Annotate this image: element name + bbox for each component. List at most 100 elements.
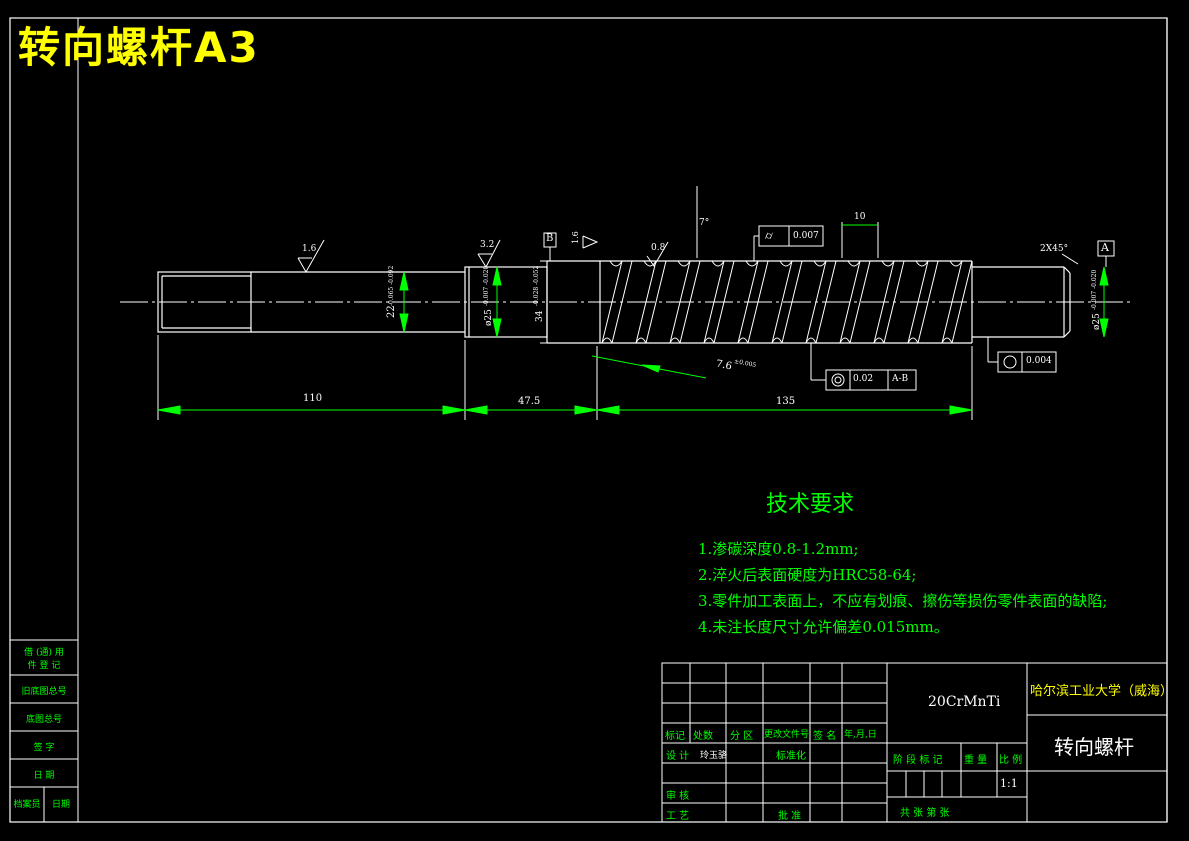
requirement-item-3: 3.零件加工表面上，不应有划痕、擦伤等损伤零件表面的缺陷; xyxy=(698,592,1108,610)
tb-label-standard: 标准化 xyxy=(776,751,806,762)
roughness-3-2: 3.2 xyxy=(480,240,495,250)
title-block xyxy=(661,662,1168,823)
tb-label-process: 工 艺 xyxy=(666,811,690,822)
runout-datum-ref: A-B xyxy=(892,374,909,384)
thread-flank xyxy=(941,260,963,344)
dim-10-label: 10 xyxy=(854,212,866,222)
requirement-item-1: 1.渗碳深度0.8-1.2mm; xyxy=(698,540,859,558)
tb-label-zone: 分 区 xyxy=(730,731,754,742)
thread-flank xyxy=(645,260,667,344)
thread-crest xyxy=(745,260,759,267)
thread-root xyxy=(737,337,749,344)
material-label: 20CrMnTi xyxy=(928,694,1001,710)
tb-label-stage: 阶 段 标 记 xyxy=(893,755,943,766)
dim-25b-tolerance: -0.007 -0.020 xyxy=(1091,269,1098,310)
tb-label-sheets: 共 张 第 张 xyxy=(900,808,950,819)
thread-flank xyxy=(839,260,861,344)
side-label-drawing-no: 底图总号 xyxy=(25,715,62,725)
thread-flank xyxy=(917,260,939,344)
designer-name: 玲玉骆 xyxy=(700,751,728,761)
thread-flank xyxy=(635,260,657,344)
roughness-1-6-a: 1.6 xyxy=(302,244,317,254)
tb-label-approve: 批 准 xyxy=(778,811,802,822)
dim-25b-label: ø25 xyxy=(1092,313,1102,330)
datum-a-label: A xyxy=(1101,241,1109,254)
thread-flank xyxy=(951,260,973,344)
dim-25a-label: ø25 xyxy=(484,309,494,326)
thread-flank xyxy=(849,260,871,344)
requirement-item-2: 2.淬火后表面硬度为HRC58-64; xyxy=(698,566,917,584)
thread-crest xyxy=(949,260,963,267)
thread-root xyxy=(907,337,919,344)
drawing-title: 转向螺杆A3 xyxy=(18,23,260,72)
thread-crest xyxy=(677,260,691,267)
dim-47-5-label: 47.5 xyxy=(518,396,541,407)
tb-label-review: 审 核 xyxy=(666,791,690,802)
thread-root xyxy=(873,337,885,344)
dim-34-tolerance: -0.028 -0.052 xyxy=(533,265,540,306)
side-label-date: 日 期 xyxy=(33,771,55,781)
thread-flank xyxy=(771,260,793,344)
thread-root xyxy=(771,337,783,344)
dim-34-label: 34 xyxy=(535,310,545,322)
thread-root xyxy=(669,337,681,344)
tb-label-weight: 重 量 xyxy=(964,755,988,766)
side-label-sign: 签 字 xyxy=(33,743,55,753)
dim-25a-tolerance: -0.007 -0.020 xyxy=(483,265,490,306)
thread-flank xyxy=(669,260,691,344)
thread-flank xyxy=(747,260,769,344)
tolerance-frames xyxy=(543,225,1115,391)
tb-label-design: 设 计 xyxy=(666,751,690,762)
chamfer-label: 2X45° xyxy=(1040,244,1069,254)
thread-crest xyxy=(813,260,827,267)
school-name: 哈尔滨工业大学（威海） xyxy=(1030,684,1174,699)
tb-label-date: 年,月,日 xyxy=(844,730,877,740)
tb-label-count: 处数 xyxy=(693,731,713,742)
thread-flank xyxy=(781,260,803,344)
part-name: 转向螺杆 xyxy=(1054,735,1134,759)
thread-flank xyxy=(713,260,735,344)
datum-b-label: B xyxy=(546,233,554,244)
thread-crest xyxy=(609,260,623,267)
dim-22-tolerance: -0.065 -0.092 xyxy=(388,265,395,306)
thread-root xyxy=(601,337,613,344)
side-label-old-drawing: 旧底图总号 xyxy=(21,687,67,697)
thread-crest xyxy=(643,260,657,267)
requirements-heading: 技术要求 xyxy=(766,492,855,517)
thread-crest xyxy=(915,260,929,267)
angle-label: 7° xyxy=(699,218,710,228)
tb-label-change-doc: 更改文件号 xyxy=(764,730,810,740)
thread-root xyxy=(703,337,715,344)
side-label-register: 借 (通) 用 件 登 记 xyxy=(24,648,64,671)
thread-flank xyxy=(679,260,701,344)
thread-crest xyxy=(711,260,725,267)
extension-lines xyxy=(157,186,973,420)
roughness-1-6-b: 1.6 xyxy=(571,231,580,244)
tb-label-signature: 签 名 xyxy=(813,731,837,742)
dim-135-label: 135 xyxy=(776,396,796,407)
requirement-item-4: 4.未注长度尺寸允许偏差0.015mm。 xyxy=(698,618,949,636)
worm-thread xyxy=(601,260,973,344)
thread-flank xyxy=(601,260,623,344)
roundness-value: 0.004 xyxy=(1026,356,1052,366)
thread-flank xyxy=(815,260,837,344)
cylindricity-value: 0.007 xyxy=(793,231,819,241)
thread-flank xyxy=(907,260,929,344)
diameter-34-dimension xyxy=(540,260,554,344)
side-registration-table xyxy=(10,639,78,822)
scale-value: 1:1 xyxy=(1000,777,1018,790)
thread-flank xyxy=(883,260,905,344)
thread-root xyxy=(805,337,817,344)
screw-shaft xyxy=(157,260,1071,344)
thread-root xyxy=(941,337,953,344)
thread-crest xyxy=(847,260,861,267)
thread-crest xyxy=(779,260,793,267)
thread-root xyxy=(839,337,851,344)
thread-flank xyxy=(873,260,895,344)
dim-22-label: 22 xyxy=(386,305,397,318)
thread-root xyxy=(635,337,647,344)
side-label-date-2: 日期 xyxy=(51,800,70,810)
side-label-archivist: 档案员 xyxy=(13,800,41,810)
runout-value: 0.02 xyxy=(853,374,874,384)
